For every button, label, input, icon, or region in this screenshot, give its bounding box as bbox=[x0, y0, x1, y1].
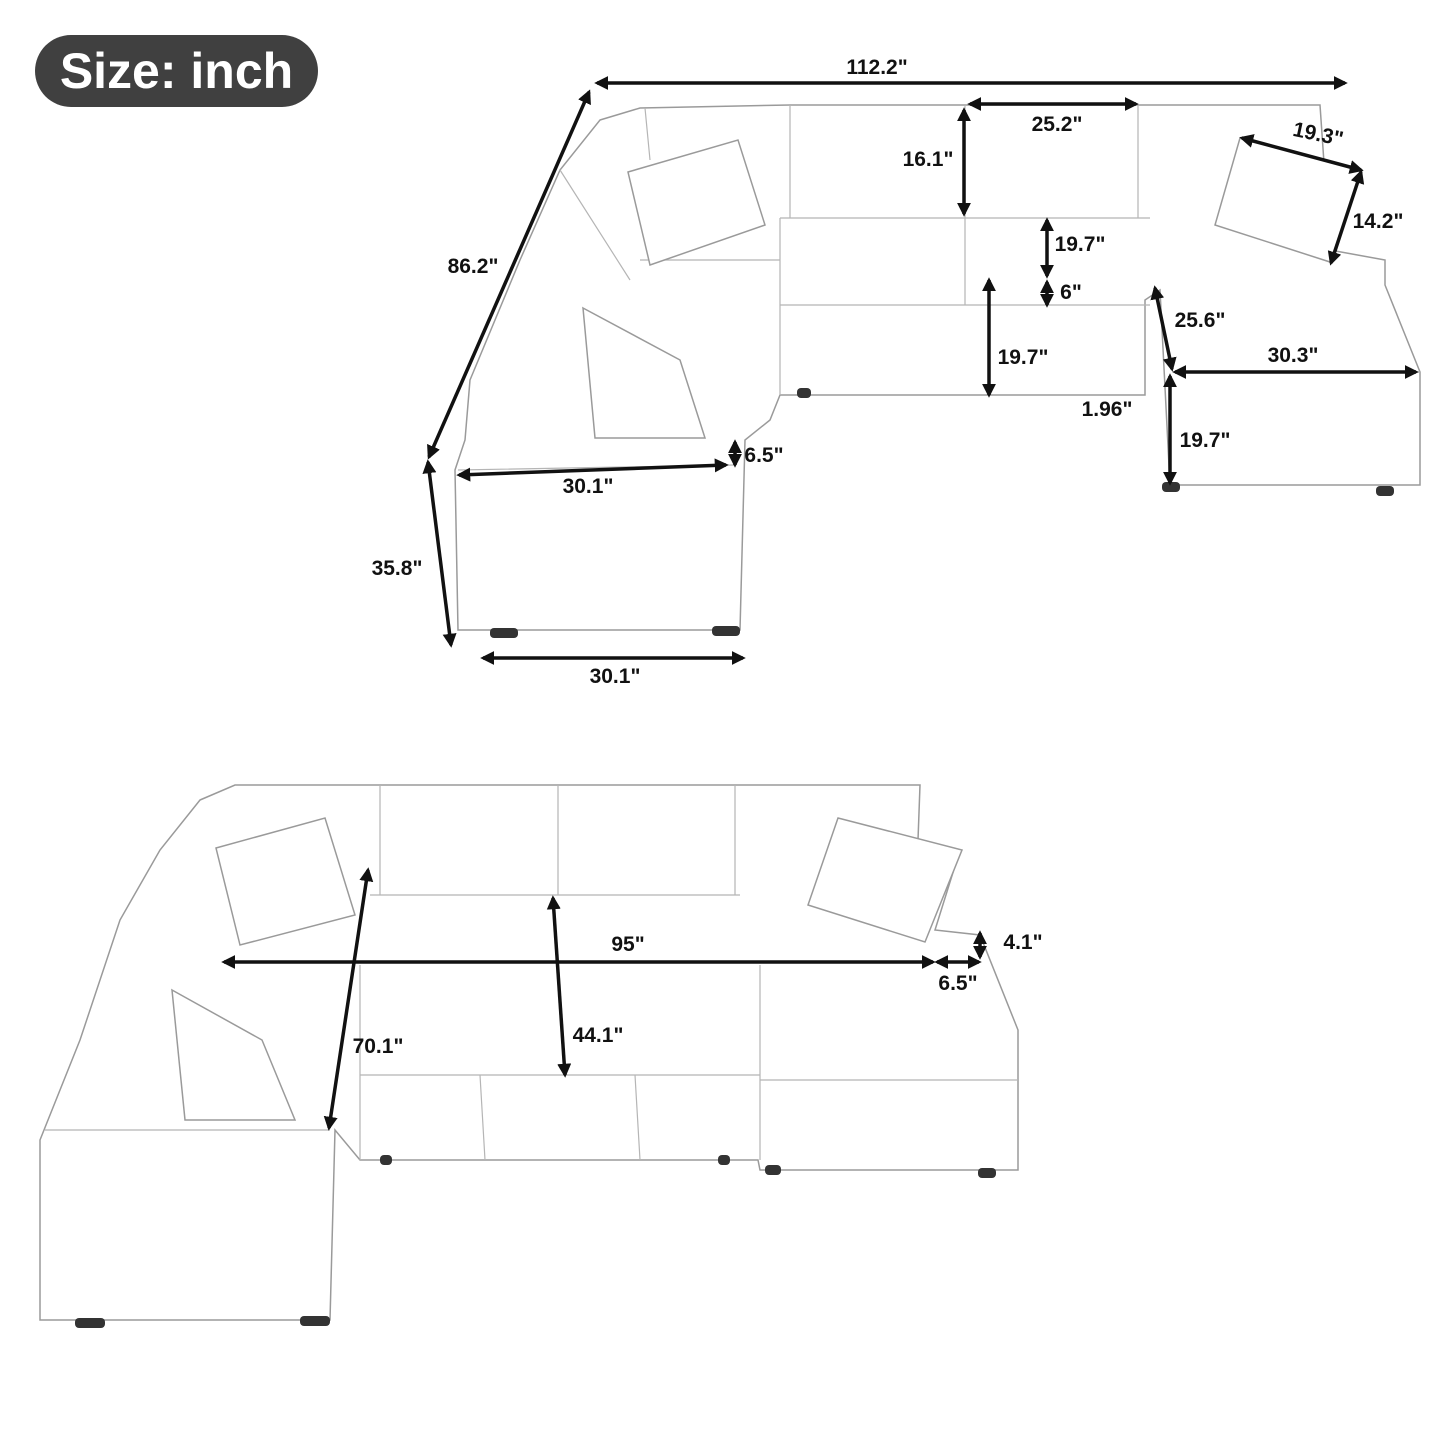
bed-depth-label: 44.1" bbox=[572, 1024, 624, 1047]
cushion-thickness-label: 6" bbox=[1060, 281, 1082, 304]
dimension-arrows bbox=[221, 76, 1419, 1131]
back-cushion-width-label: 25.2" bbox=[1031, 113, 1083, 136]
seat-to-cushion-label: 19.7" bbox=[1054, 233, 1106, 256]
arm-width-label: 6.5" bbox=[938, 972, 978, 995]
base-width-label: 30.1" bbox=[589, 665, 641, 688]
ottoman-width-label: 30.3" bbox=[1267, 344, 1319, 367]
ottoman-height-label: 19.7" bbox=[1179, 429, 1231, 452]
arm-chair-width-label: 30.1" bbox=[562, 475, 614, 498]
overall-width-label: 112.2" bbox=[846, 56, 908, 79]
pillow-height-label: 14.2" bbox=[1352, 210, 1404, 233]
base-height-label: 19.7" bbox=[997, 346, 1049, 369]
bed-width-label: 95" bbox=[611, 933, 645, 956]
back-cushion-height-label: 16.1" bbox=[902, 148, 954, 171]
arm-height-label: 6.5" bbox=[744, 444, 784, 467]
ottoman-depth-label: 25.6" bbox=[1174, 309, 1226, 332]
sectional-sofa-bed-bottom bbox=[39, 784, 1019, 1328]
total-height-label: 35.8" bbox=[371, 557, 423, 580]
leg-height-label: 1.96" bbox=[1081, 398, 1133, 421]
arm-top-height-label: 4.1" bbox=[1003, 931, 1043, 954]
total-depth-label: 70.1" bbox=[352, 1035, 404, 1058]
overall-depth-label: 86.2" bbox=[447, 255, 499, 278]
size-unit-badge: Size: inch bbox=[35, 35, 318, 107]
